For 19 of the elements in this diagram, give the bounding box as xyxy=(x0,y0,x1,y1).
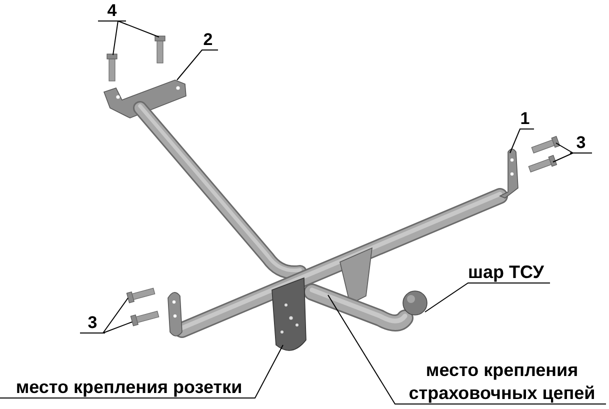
leader-line xyxy=(0,344,284,398)
callout-label: шар ТСУ xyxy=(462,257,550,283)
callout-label: место крепления розетки xyxy=(0,370,258,398)
leader-line xyxy=(552,152,574,162)
leader-line xyxy=(176,50,218,80)
callout-number: 2 xyxy=(198,26,218,50)
callout-number: 4 xyxy=(98,0,126,21)
leader-line xyxy=(102,322,132,334)
leader-line xyxy=(328,294,606,404)
leader-line xyxy=(510,128,534,154)
callout-number: 1 xyxy=(516,105,534,129)
leader-line xyxy=(424,282,550,312)
callout-label: место крепления страховочных цепей xyxy=(398,352,606,404)
callout-number: 3 xyxy=(80,309,105,333)
leader-line xyxy=(80,298,128,334)
leader-line xyxy=(118,20,160,38)
leader-line xyxy=(556,142,592,154)
callout-number: 3 xyxy=(570,129,592,153)
leader-line xyxy=(98,20,119,56)
